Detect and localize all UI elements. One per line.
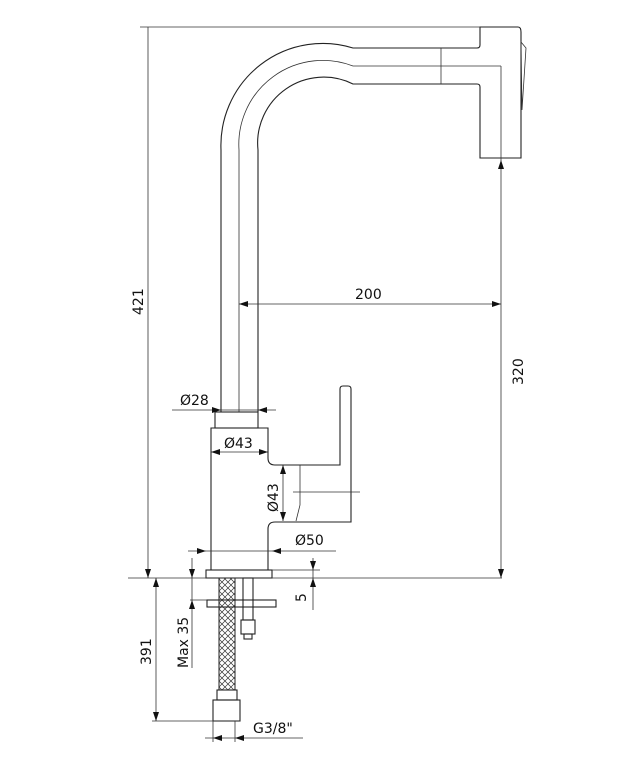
dim-lever-diameter: Ø43 (266, 465, 286, 521)
label-391: 391 (139, 638, 155, 665)
label-d50: Ø50 (295, 533, 324, 549)
spout (220, 26, 527, 412)
spray-button (520, 40, 527, 111)
label-d43-body: Ø43 (224, 436, 253, 452)
label-d28: Ø28 (180, 393, 209, 409)
label-max35: Max 35 (176, 617, 192, 668)
dim-body-diameter: Ø43 (211, 436, 268, 455)
dim-spout-height: 320 (498, 160, 527, 578)
dim-max-deck: Max 35 (176, 558, 207, 668)
label-5: 5 (294, 593, 310, 602)
dim-reach: 200 (239, 287, 501, 307)
dim-base-thickness: 5 (272, 558, 320, 610)
label-320: 320 (511, 358, 527, 385)
label-g38: G3/8" (253, 721, 293, 737)
dim-total-height: 421 (131, 27, 151, 578)
connections (206, 577, 277, 722)
label-d43-lever: Ø43 (266, 483, 282, 512)
label-200: 200 (355, 287, 382, 303)
dim-hose-length: 391 (139, 578, 240, 722)
dim-thread: G3/8" (205, 721, 303, 742)
label-421: 421 (131, 288, 147, 315)
dim-base-diameter: Ø50 (188, 533, 336, 554)
dim-tube-diameter: Ø28 (172, 393, 276, 413)
